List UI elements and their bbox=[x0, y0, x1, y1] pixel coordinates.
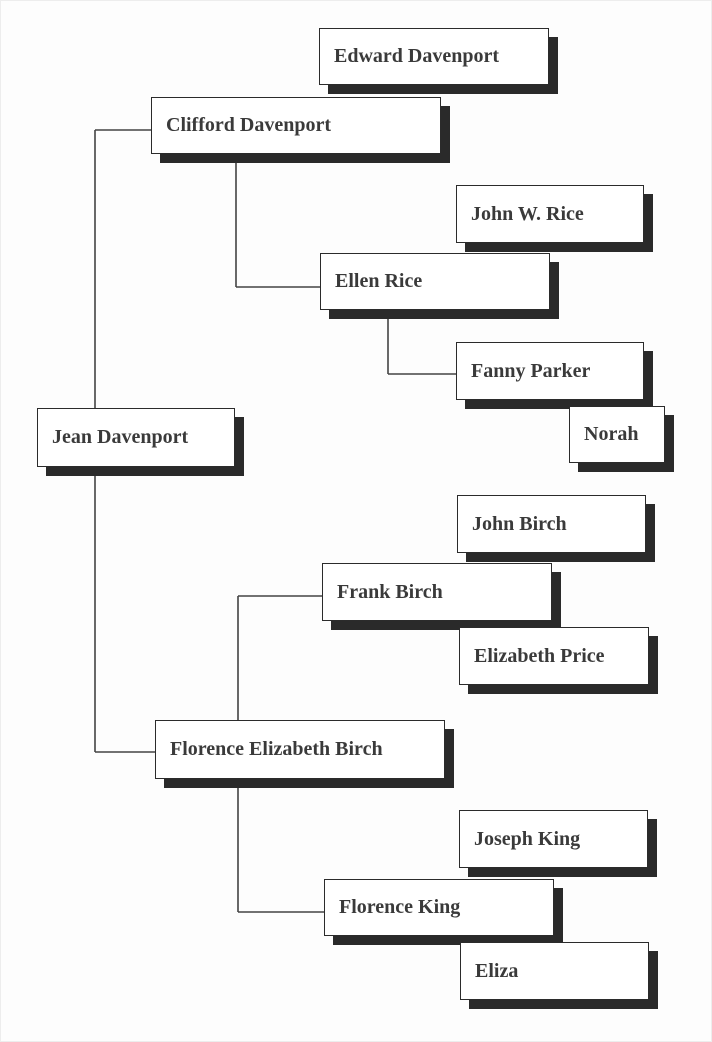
person-name: Ellen Rice bbox=[335, 270, 423, 292]
person-name: Elizabeth Price bbox=[474, 644, 605, 667]
person-name: Florence King bbox=[339, 896, 461, 918]
person-box-florence-king: Florence King bbox=[324, 879, 554, 936]
person-box-edward-davenport: Edward Davenport bbox=[319, 28, 549, 85]
person-box-john-birch: John Birch bbox=[457, 495, 646, 553]
person-name: John Birch bbox=[472, 512, 567, 535]
person-box-fanny-parker: Fanny Parker bbox=[456, 342, 644, 400]
person-name: Edward Davenport bbox=[334, 45, 500, 67]
person-name: Clifford Davenport bbox=[166, 114, 331, 136]
person-name: Jean Davenport bbox=[52, 426, 189, 448]
person-box-eliza: Eliza bbox=[460, 942, 649, 1000]
person-box-ellen-rice: Ellen Rice bbox=[320, 253, 550, 310]
person-box-elizabeth-price: Elizabeth Price bbox=[459, 627, 649, 685]
person-name: Joseph King bbox=[474, 827, 581, 850]
person-name: Fanny Parker bbox=[471, 359, 591, 382]
person-name: Eliza bbox=[475, 959, 519, 982]
person-box-john-w-rice: John W. Rice bbox=[456, 185, 644, 243]
person-box-clifford-davenport: Clifford Davenport bbox=[151, 97, 441, 154]
person-box-jean-davenport: Jean Davenport bbox=[37, 408, 235, 467]
person-name: John W. Rice bbox=[471, 202, 584, 225]
person-name: Norah bbox=[584, 423, 639, 445]
person-box-norah: Norah bbox=[569, 406, 665, 463]
person-box-florence-elizabeth-birch: Florence Elizabeth Birch bbox=[155, 720, 445, 779]
person-name: Frank Birch bbox=[337, 580, 443, 603]
person-box-joseph-king: Joseph King bbox=[459, 810, 648, 868]
person-box-frank-birch: Frank Birch bbox=[322, 563, 552, 621]
person-name: Florence Elizabeth Birch bbox=[170, 738, 383, 760]
